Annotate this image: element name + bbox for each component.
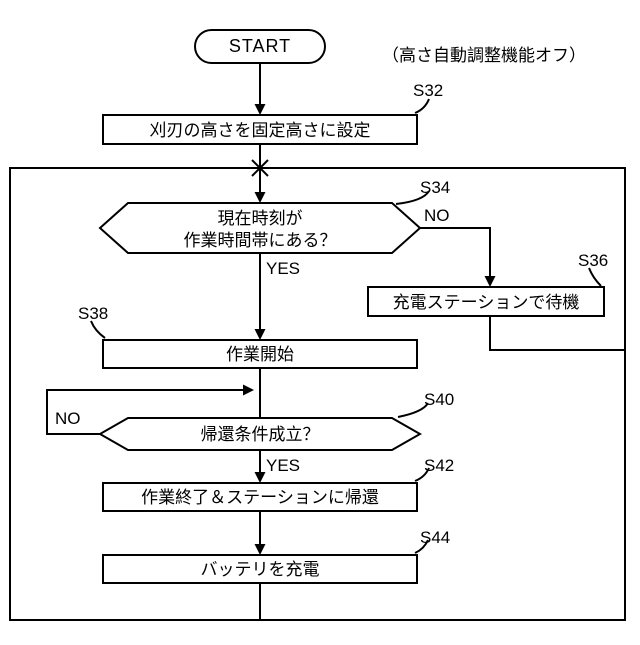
label-s40: S40 [424, 390, 454, 409]
branch-s40-yes-label: YES [266, 456, 300, 475]
decision-s34-text-line1: 現在時刻が [218, 209, 303, 228]
label-s42: S42 [424, 456, 454, 475]
leader-s34 [395, 190, 430, 205]
arrowhead-into-s36 [484, 276, 496, 287]
step-s38-text: 作業開始 [226, 345, 294, 364]
arrowhead-no-loop-merge [243, 384, 254, 396]
label-s34: S34 [420, 178, 450, 197]
step-s44-text: バッテリを充電 [201, 560, 320, 579]
arrowhead-into-s32 [254, 104, 266, 115]
decision-s40-text: 帰還条件成立？ [201, 425, 320, 444]
step-s32-box [102, 114, 418, 145]
decision-s34-text-line2: 作業時間帯にある？ [184, 231, 337, 250]
leader-s32 [414, 98, 430, 114]
loop-path-outline [9, 167, 626, 621]
decision-s34-hexagon [98, 202, 422, 254]
junction-cross-mark [251, 159, 269, 177]
label-s44: S44 [420, 528, 450, 547]
step-s36-box [367, 286, 605, 317]
connector-s34-no-to-s36 [420, 227, 491, 276]
arrowhead-into-s34 [254, 192, 266, 203]
connector-s36-to-loop [489, 316, 625, 351]
leader-s36 [588, 267, 602, 287]
branch-s40-no-label: NO [55, 409, 81, 428]
step-s32-text: 刈刃の高さを固定高さに設定 [150, 121, 371, 140]
arrowhead-into-s42 [254, 472, 266, 483]
branch-s34-yes-label: YES [266, 259, 300, 278]
label-s32: S32 [413, 81, 443, 100]
branch-s34-no-label: NO [424, 206, 450, 225]
label-s36: S36 [578, 251, 608, 270]
leader-s40 [397, 402, 429, 418]
leader-s42 [414, 467, 430, 482]
arrowhead-into-s44 [254, 544, 266, 555]
start-label: START [229, 36, 291, 56]
leader-s38 [90, 320, 106, 339]
step-s36-text: 充電ステーションで待機 [393, 293, 580, 312]
connector-s40-no-loop [46, 389, 243, 435]
step-s38-box [102, 339, 418, 369]
label-s38: S38 [78, 304, 108, 323]
leader-s44 [414, 539, 429, 554]
arrowhead-into-s38 [254, 329, 266, 340]
step-s44-box [102, 554, 418, 584]
decision-s40-hexagon [97, 417, 423, 451]
step-s42-text: 作業終了＆ステーションに帰還 [141, 488, 379, 507]
start-node [194, 29, 326, 64]
mode-note-label: （高さ自動調整機能オフ） [382, 46, 586, 65]
step-s42-box [102, 482, 418, 512]
